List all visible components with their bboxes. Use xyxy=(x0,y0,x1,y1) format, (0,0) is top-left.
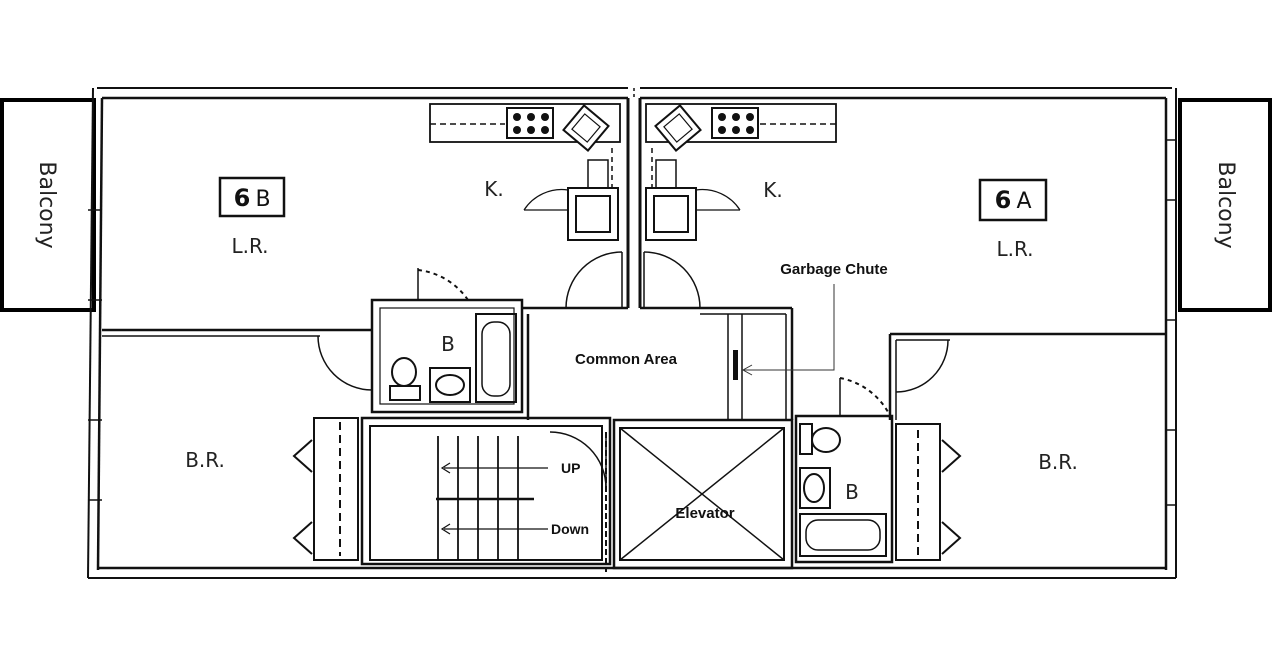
living-room-6b-label: L.R. xyxy=(231,234,268,258)
bath-6b-label: B xyxy=(441,332,455,356)
stove-icon xyxy=(506,107,554,139)
toilet-icon xyxy=(799,423,841,455)
common-area xyxy=(640,306,794,420)
balcony-left-label: Balcony xyxy=(34,161,59,248)
common-area-label: Common Area xyxy=(575,351,678,368)
bedroom-6b-label: B.R. xyxy=(185,448,225,472)
garbage-chute-icon xyxy=(733,350,738,380)
toilet-icon xyxy=(389,357,421,401)
bathtub-icon xyxy=(799,513,887,557)
sink-icon xyxy=(654,104,702,152)
unit-6b-letter: B xyxy=(255,187,270,212)
elevator-label: Elevator xyxy=(675,505,734,522)
unit-6a-number: 6 xyxy=(995,186,1012,214)
unit-6a-walls xyxy=(794,332,1166,564)
bedroom-6b-doors xyxy=(292,335,373,555)
kitchen-6b-label: K. xyxy=(484,177,503,201)
balcony-left: Balcony xyxy=(0,98,96,312)
stairwell xyxy=(360,416,612,572)
party-wall xyxy=(626,88,642,308)
unit-6b-number: 6 xyxy=(234,184,251,212)
garbage-chute-label: Garbage Chute xyxy=(780,261,888,278)
stairs-up-label: UP xyxy=(561,460,580,476)
unit-6a-letter: A xyxy=(1016,189,1031,214)
stove-icon xyxy=(711,107,759,139)
bath-6a-label: B xyxy=(845,480,859,504)
bath-6b xyxy=(389,268,517,403)
refrigerator-icon xyxy=(567,159,619,241)
kitchen-6b xyxy=(429,103,621,241)
bathtub-icon xyxy=(475,313,517,403)
sink-icon xyxy=(562,104,610,152)
balcony-right: Balcony xyxy=(1178,98,1272,312)
bedroom-6a-label: B.R. xyxy=(1038,450,1078,474)
living-room-6a-label: L.R. xyxy=(996,237,1033,261)
unit-6b-walls xyxy=(102,298,628,561)
bath-6a xyxy=(799,377,889,557)
unit-6a-badge: 6 A xyxy=(978,178,1048,222)
kitchen-6a xyxy=(645,103,837,241)
stairs-down-label: Down xyxy=(551,521,589,537)
sink-icon xyxy=(799,467,831,509)
balcony-right-label: Balcony xyxy=(1213,161,1238,248)
sink-icon xyxy=(429,367,471,403)
entry-doors xyxy=(565,251,701,309)
elevator-shaft xyxy=(612,418,794,570)
unit-6b-badge: 6 B xyxy=(218,176,286,218)
garbage-chute-callout: Garbage Chute xyxy=(741,261,888,376)
kitchen-6a-label: K. xyxy=(763,178,782,202)
refrigerator-icon xyxy=(645,159,697,241)
